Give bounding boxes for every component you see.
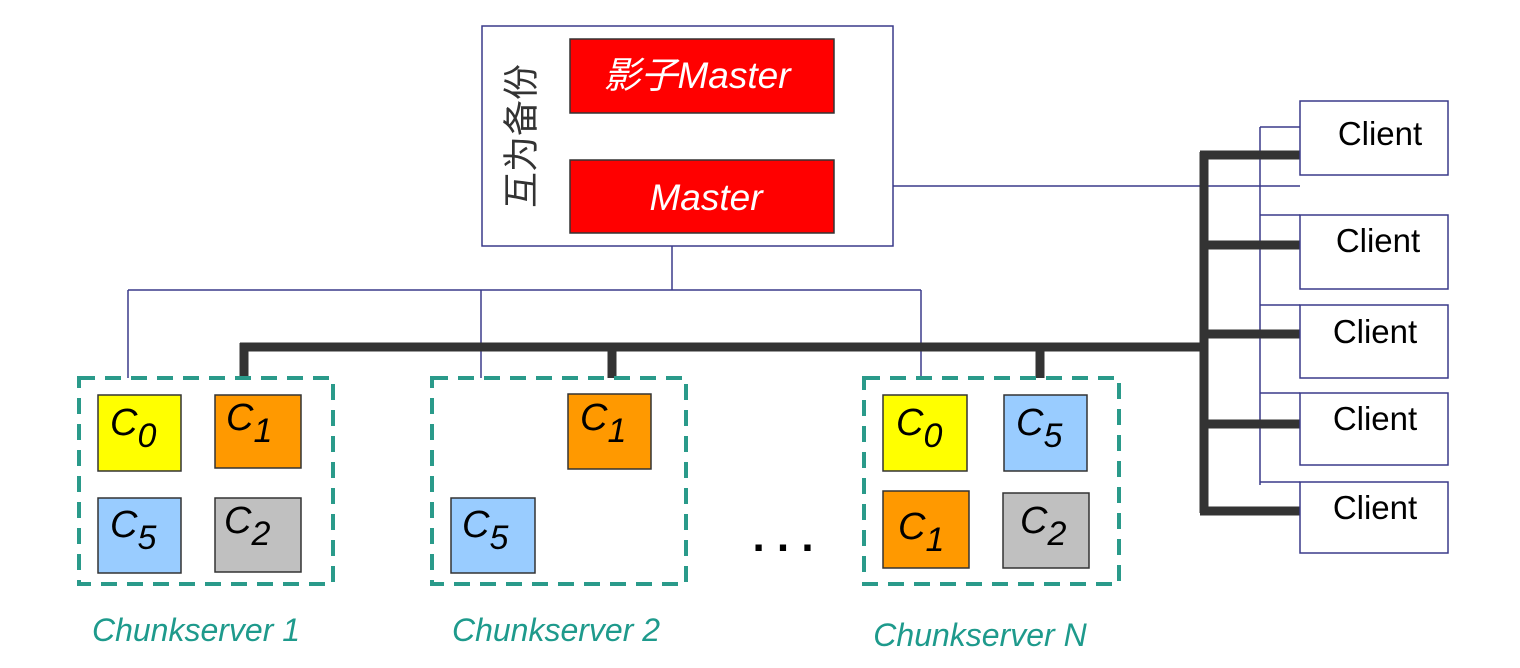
client-label: Client xyxy=(1333,400,1417,437)
chunk-subscript: 0 xyxy=(137,417,156,455)
chunk-letter: C xyxy=(1020,500,1048,542)
chunk-box xyxy=(450,497,536,574)
chunk-label: C5 xyxy=(1016,402,1062,455)
control-lines xyxy=(127,113,1300,485)
chunkserver-2: C1 C5 Chunkserver 2 xyxy=(430,376,688,648)
chunk-label: C1 xyxy=(898,506,944,559)
chunk-box xyxy=(567,393,652,470)
chunk-box xyxy=(882,490,970,569)
master-group: 互为备份 影子Master Master xyxy=(481,25,894,247)
client-box xyxy=(1299,481,1449,554)
chunk-box xyxy=(214,394,302,469)
chunk-c0: C0 xyxy=(882,394,968,472)
chunk-c2: C2 xyxy=(214,497,302,573)
chunk-subscript: 5 xyxy=(137,519,156,557)
master-label: Master xyxy=(649,177,764,218)
chunk-label: C5 xyxy=(110,504,156,557)
clients: Client Client Client Client Client xyxy=(1299,100,1449,554)
client-box xyxy=(1299,304,1449,379)
chunk-box xyxy=(214,497,302,573)
chunk-letter: C xyxy=(110,402,138,444)
chunkserver-frame xyxy=(430,376,688,586)
chunk-box xyxy=(882,394,968,472)
client-3: Client xyxy=(1299,304,1449,379)
chunk-box xyxy=(1002,492,1090,569)
backup-label: 互为备份 xyxy=(502,64,543,208)
client-label: Client xyxy=(1336,222,1420,259)
client-4: Client xyxy=(1299,392,1449,466)
chunk-c1: C1 xyxy=(214,394,302,469)
chunkserver-label: Chunkserver N xyxy=(873,617,1087,653)
client-1: Client xyxy=(1299,100,1449,176)
data-bus xyxy=(239,150,1303,516)
chunk-c5: C5 xyxy=(450,497,536,574)
chunk-c0: C0 xyxy=(97,394,182,472)
chunk-box xyxy=(97,394,182,472)
client-box xyxy=(1299,100,1449,176)
chunk-subscript: 1 xyxy=(253,412,272,450)
chunkserver-label: Chunkserver 1 xyxy=(92,612,300,648)
shadow-master-label: 影子Master xyxy=(603,54,792,97)
chunk-subscript: 5 xyxy=(489,519,508,557)
shadow-master-name: Master xyxy=(677,55,792,96)
chunk-box xyxy=(1003,394,1088,472)
master-box xyxy=(569,159,835,234)
client-label: Client xyxy=(1333,489,1417,526)
chunk-c1: C1 xyxy=(567,393,652,470)
chunk-c2: C2 xyxy=(1002,492,1090,569)
client-label: Client xyxy=(1338,115,1422,152)
client-5: Client xyxy=(1299,481,1449,554)
chunk-letter: C xyxy=(224,500,252,542)
chunk-subscript: 5 xyxy=(1043,417,1062,455)
chunk-letter: C xyxy=(896,402,924,444)
chunk-label: C2 xyxy=(1020,500,1066,553)
client-box xyxy=(1299,392,1449,466)
chunk-letter: C xyxy=(110,504,138,546)
chunkserver-1: C0 C1 C5 C2 Chunkserver 1 xyxy=(77,376,335,648)
shadow-master-box xyxy=(569,38,835,114)
chunk-c5: C5 xyxy=(1003,394,1088,472)
ellipsis: . . . xyxy=(752,512,813,561)
chunk-subscript: 0 xyxy=(923,417,942,455)
client-box xyxy=(1299,214,1449,290)
chunk-c5: C5 xyxy=(97,497,182,574)
chunkserver-label: Chunkserver 2 xyxy=(452,612,660,648)
chunk-subscript: 2 xyxy=(250,515,270,553)
chunkserver-frame xyxy=(77,376,335,586)
chunk-subscript: 2 xyxy=(1046,515,1066,553)
chunk-label: C0 xyxy=(896,402,942,455)
chunk-label: C1 xyxy=(580,397,626,450)
chunk-c1: C1 xyxy=(882,490,970,569)
chunk-label: C0 xyxy=(110,402,156,455)
chunk-label: C5 xyxy=(462,504,508,557)
chunk-letter: C xyxy=(462,504,490,546)
chunk-letter: C xyxy=(580,397,608,439)
chunk-letter: C xyxy=(226,397,254,439)
chunk-letter: C xyxy=(898,506,926,548)
shadow-prefix: 影子 xyxy=(603,54,680,97)
chunk-letter: C xyxy=(1016,402,1044,444)
client-label: Client xyxy=(1333,313,1417,350)
chunk-label: C1 xyxy=(226,397,272,450)
chunk-subscript: 1 xyxy=(607,412,626,450)
chunk-label: C2 xyxy=(224,500,270,553)
chunkserver-frame xyxy=(862,376,1121,586)
chunkserver-n: C0 C5 C1 C2 Chunkserver N xyxy=(862,376,1121,653)
client-2: Client xyxy=(1299,214,1449,290)
chunk-subscript: 1 xyxy=(925,521,944,559)
chunk-box xyxy=(97,497,182,574)
